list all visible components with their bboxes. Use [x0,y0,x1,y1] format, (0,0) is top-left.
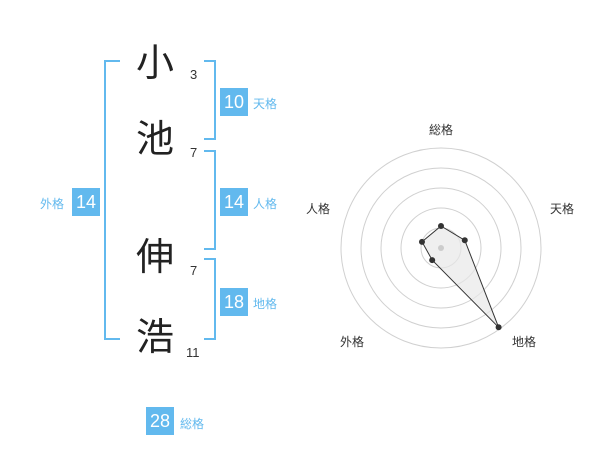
radar-rings [340,147,542,349]
stroke-count-2: 7 [190,145,198,160]
jinkaku-bracket [204,150,216,250]
name-char-4: 浩 [135,315,174,359]
soukaku-label: 総格 [180,417,205,431]
radar-ring-2 [400,207,482,289]
radar-chart: 総格 天格 地格 外格 人格 [306,122,574,349]
chikaku-label: 地格 [253,297,278,311]
radar-center-dot [438,245,444,251]
name-char-2: 池 [135,117,174,161]
tenkaku-bracket [204,60,216,140]
radar-label-tenkaku: 天格 [550,201,574,216]
radar-points [418,223,502,331]
radar-point-1 [438,223,444,229]
gaikaku-value-badge: 14 [72,188,100,216]
radar-label-soukaku: 総格 [429,122,453,137]
name-char-1: 小 [135,41,174,85]
radar-point-2 [461,237,468,244]
radar-label-gaikaku: 外格 [340,334,364,349]
tenkaku-value-badge: 10 [220,88,248,116]
tenkaku-label: 天格 [253,97,278,111]
radar-ring-4 [360,167,522,329]
stroke-count-4: 11 [186,345,200,360]
gaikaku-label: 外格 [40,197,65,211]
radar-label-chikaku: 地格 [512,334,536,349]
jinkaku-label: 人格 [253,197,278,211]
chikaku-value-badge: 18 [220,288,248,316]
radar-ring-3 [380,187,502,309]
name-char-3: 伸 [135,235,174,279]
stroke-count-1: 3 [190,67,198,82]
radar-point-3 [495,324,502,331]
gaikaku-bracket [104,60,120,340]
soukaku-value-badge: 28 [146,407,174,435]
chikaku-bracket [204,258,216,340]
radar-label-jinkaku: 人格 [306,201,330,216]
jinkaku-value-badge: 14 [220,188,248,216]
radar-point-5 [418,238,425,245]
radar-point-4 [429,257,436,264]
stroke-count-3: 7 [190,263,198,278]
radar-value-polygon [421,225,500,328]
radar-ring-5 [340,147,542,349]
